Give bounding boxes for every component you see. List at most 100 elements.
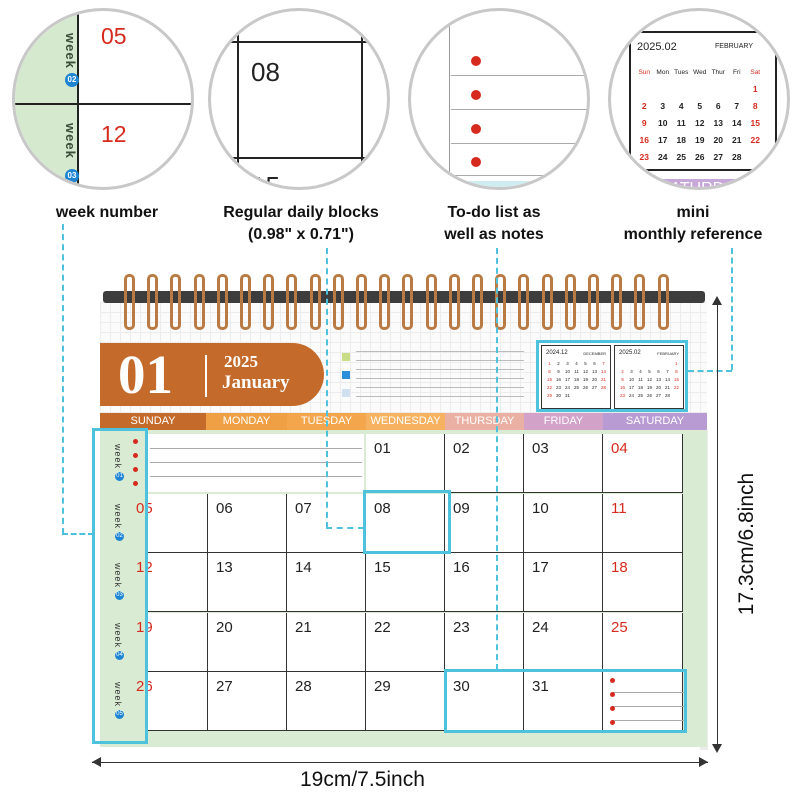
todo-bullet (471, 90, 481, 100)
mini-day: 15 (547, 377, 552, 382)
mini-day: 28 (665, 393, 670, 398)
mini-day: 14 (601, 369, 606, 374)
month-number: 01 (118, 344, 173, 405)
leader-line (496, 248, 498, 670)
spiral-ring (518, 274, 530, 330)
mini-day: 24 (629, 393, 634, 398)
mini-day: 16 (620, 385, 625, 390)
day-number: 08 (251, 57, 280, 87)
callout-week-number: week number (55, 204, 159, 221)
month-year: 2025 (224, 352, 258, 371)
day-header: WEDNESDAY (366, 413, 445, 430)
day-number: 12 (136, 559, 153, 576)
mini-day: 20 (592, 377, 597, 382)
leader-line (62, 533, 94, 535)
day-cell: 29 (366, 672, 445, 731)
todo-checkbox (342, 353, 350, 361)
day-number: 06 (216, 499, 233, 517)
todo-bullet (471, 124, 481, 134)
mini-day: 14 (665, 377, 670, 382)
todo-checkbox (342, 371, 350, 379)
arrow-head (92, 757, 101, 767)
mini-day: 19 (583, 377, 588, 382)
todo-bullet (133, 467, 138, 472)
note-line (150, 448, 362, 449)
mini-day: 12 (583, 369, 588, 374)
mini-day: 26 (647, 393, 652, 398)
day-number: 03 (532, 440, 549, 457)
mini-weekday: Tues (674, 69, 689, 76)
note-line (451, 75, 587, 76)
day-number: 01 (374, 440, 391, 457)
todo-line (356, 387, 524, 388)
week-badge: 03 (65, 169, 79, 183)
day-cell: 24 (524, 612, 603, 672)
leader-line (62, 224, 64, 534)
spiral-ring (472, 274, 483, 330)
daily-block-highlight (363, 490, 451, 554)
week-badge: 05 (115, 710, 124, 719)
mini-day: 22 (547, 385, 552, 390)
day-number: 28 (295, 678, 312, 695)
todo-bullet (133, 481, 138, 486)
day-header: THURSDAY (445, 413, 524, 430)
mini-day: 17 (565, 377, 570, 382)
mini-day: 16 (639, 135, 649, 145)
mini-day: 10 (565, 369, 570, 374)
mini-weekday: Thur (711, 69, 725, 76)
day-number: 18 (611, 559, 628, 576)
day-cell: 03 (524, 434, 603, 493)
day-cell: 13 (208, 553, 287, 612)
callout-mini-line2: monthly reference (623, 226, 763, 243)
spiral-ring (124, 274, 135, 330)
divider (211, 157, 387, 159)
mini-day: 18 (676, 135, 686, 145)
mini-day: 5 (584, 361, 587, 366)
day-cell: 05 (136, 493, 208, 553)
height-dimension: 17.3cm/6.8inch (735, 472, 758, 616)
day-cell: 04 (603, 434, 683, 493)
leader-line (688, 370, 732, 372)
mini-day: 21 (665, 385, 670, 390)
mini-day: 20 (656, 385, 661, 390)
mini-day: 3 (630, 369, 633, 374)
mini-day: 2 (557, 361, 560, 366)
mini-day: 27 (713, 152, 723, 162)
mini-day: 17 (629, 385, 634, 390)
spiral-ring (379, 274, 391, 330)
mini-day: 7 (602, 361, 605, 366)
day-number: 07 (295, 499, 312, 517)
callout-daily-blocks-line1: Regular daily blocks (223, 204, 379, 221)
todo-bullet (133, 439, 138, 444)
mini-weekday: Wed (693, 69, 707, 76)
mini-day: 24 (565, 385, 570, 390)
day-number: 04 (611, 440, 628, 457)
spiral-ring (286, 274, 298, 330)
spiral-ring (170, 274, 182, 330)
leader-line (731, 248, 733, 370)
day-number: 08 (374, 499, 391, 517)
banner-divider (205, 355, 207, 397)
mini-title: 2025.02 (619, 350, 641, 356)
mini-day: 9 (621, 377, 624, 382)
spiral-ring (240, 274, 251, 330)
mini-day: 2 (621, 369, 624, 374)
spiral-ring (309, 274, 321, 330)
mini-weekday: Mon (656, 69, 670, 76)
day-cell: 02 (445, 434, 524, 493)
mini-month: DECEMBER (583, 351, 606, 356)
mini-day: 7 (734, 101, 740, 111)
mini-day: 29 (547, 393, 552, 398)
mini-day: 25 (574, 385, 579, 390)
day-number: 27 (216, 678, 233, 695)
mini-day: 18 (638, 385, 643, 390)
spiral-ring (147, 274, 159, 330)
mini-day: 12 (695, 118, 705, 128)
day-number: 02 (453, 440, 470, 457)
week-badge: 02 (65, 73, 79, 87)
